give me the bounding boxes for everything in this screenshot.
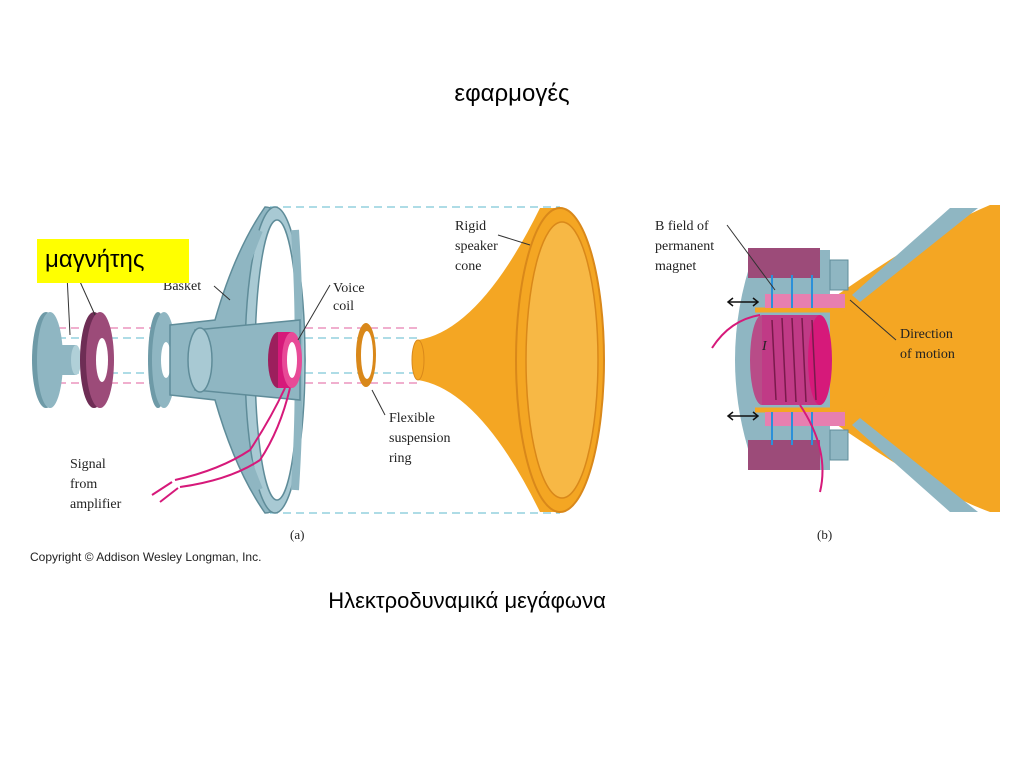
direction-label-2: of motion [900,347,955,362]
bfield-label-2: permanent [655,239,714,254]
ring-label-1: Flexible [389,411,435,426]
current-label: I [761,339,768,354]
voice-coil-b [750,315,832,405]
coil-former [755,305,888,415]
speaker-cone [411,207,605,513]
signal-label-1: Signal [70,457,106,472]
bfield-label-3: magnet [655,259,696,274]
panel-a-label: (a) [290,527,304,542]
loudspeaker-diagram: Basket Voice coil Rigid speaker cone Fle… [32,205,1000,542]
signal-label-2: from [70,477,97,492]
figure-b: B field of permanent magnet Direction of… [655,205,1000,542]
slide-title: εφαρμογές [454,80,570,107]
cone-label-1: Rigid [455,219,486,234]
bfield-label-1: B field of [655,219,709,234]
voice-coil-label-2: coil [333,299,354,314]
panel-b-label: (b) [817,527,832,542]
cone-label-3: cone [455,259,481,274]
voice-coil [268,332,302,388]
motion-arrows [726,297,760,421]
ring-magnet [80,312,114,408]
signal-wires [151,387,291,503]
back-plate [32,312,81,408]
figure-a: Basket Voice coil Rigid speaker cone Fle… [32,206,605,542]
voice-coil-label-1: Voice [333,281,365,296]
suspension-ring [356,323,376,387]
direction-label-1: Direction [900,327,953,342]
cone-label-2: speaker [455,239,498,254]
signal-label-3: amplifier [70,497,122,512]
ring-label-2: suspension [389,431,450,446]
copyright-notice: Copyright © Addison Wesley Longman, Inc. [30,550,262,564]
magnet-highlight-label: μαγνήτης [37,239,189,283]
leader-lines [66,234,531,416]
ring-label-3: ring [389,451,412,466]
slide-caption: Ηλεκτροδυναμικά μεγάφωνα [328,588,606,613]
